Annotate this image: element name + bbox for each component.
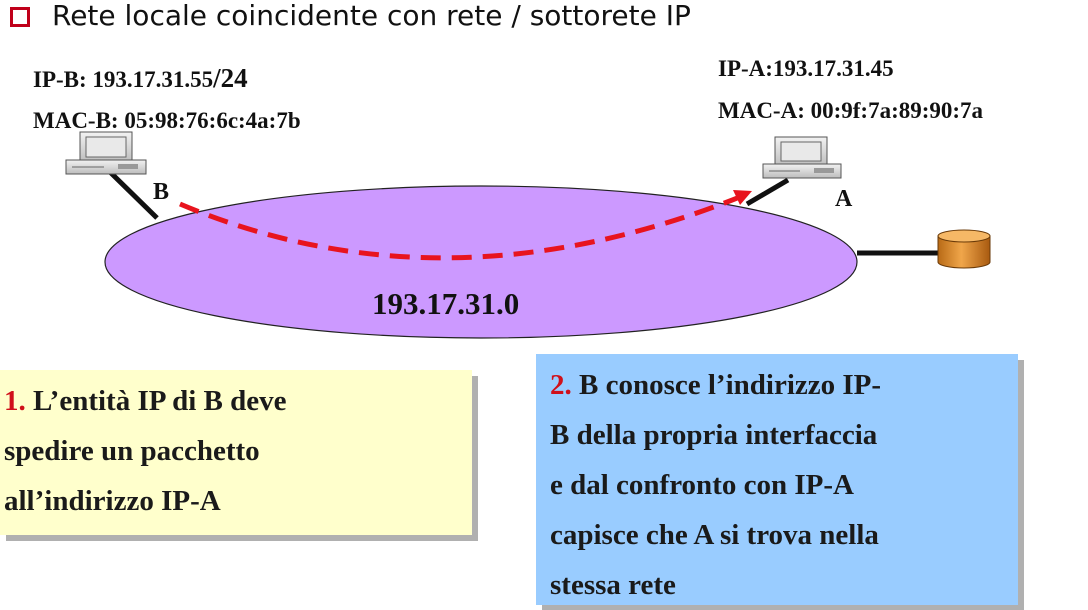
computer-b-icon [65,131,147,175]
step2-line-5: stessa rete [550,569,676,601]
packet-arrowhead-icon [733,190,752,205]
step2-number: 2. [550,369,572,401]
ip-b-value: IP-B: 193.17.31.55 [33,67,214,92]
slide-heading: Rete locale coincidente con rete / sotto… [52,0,691,32]
node-a-letter: A [835,186,853,212]
step1-number: 1. [4,385,26,417]
subnet-mask: /24 [213,63,248,93]
network-diagram [65,131,991,339]
square-bullet-icon [10,7,30,27]
step2-line-1: 2. B conosce l’indirizzo IP- [550,369,882,401]
ip-b-label: IP-B: 193.17.31.55/24 [33,63,248,94]
link-b [108,170,159,220]
network-address: 193.17.31.0 [372,286,520,321]
ip-a-label: IP-A:193.17.31.45 [718,56,894,81]
step2-line-2: B della propria interfaccia [550,419,878,451]
database-icon [937,229,991,269]
step1-line-3: all’indirizzo IP-A [4,485,221,517]
step2-line-4: capisce che A si trova nella [550,519,879,551]
step1-line-1: 1. L’entità IP di B deve [4,385,287,417]
computer-a-icon [762,136,842,179]
node-b-letter: B [153,179,170,205]
step2-box: 2. B conosce l’indirizzo IP- B della pro… [536,354,1018,605]
mac-b-label: MAC-B: 05:98:76:6c:4a:7b [33,108,301,133]
step1-line-2: spedire un pacchetto [4,435,260,467]
heading-row: Rete locale coincidente con rete / sotto… [10,0,691,32]
step2-line-3: e dal confronto con IP-A [550,469,854,501]
step1-box: 1. L’entità IP di B deve spedire un pacc… [0,370,472,535]
link-a [745,177,790,207]
mac-a-label: MAC-A: 00:9f:7a:89:90:7a [718,98,984,123]
packet-path [179,192,746,261]
